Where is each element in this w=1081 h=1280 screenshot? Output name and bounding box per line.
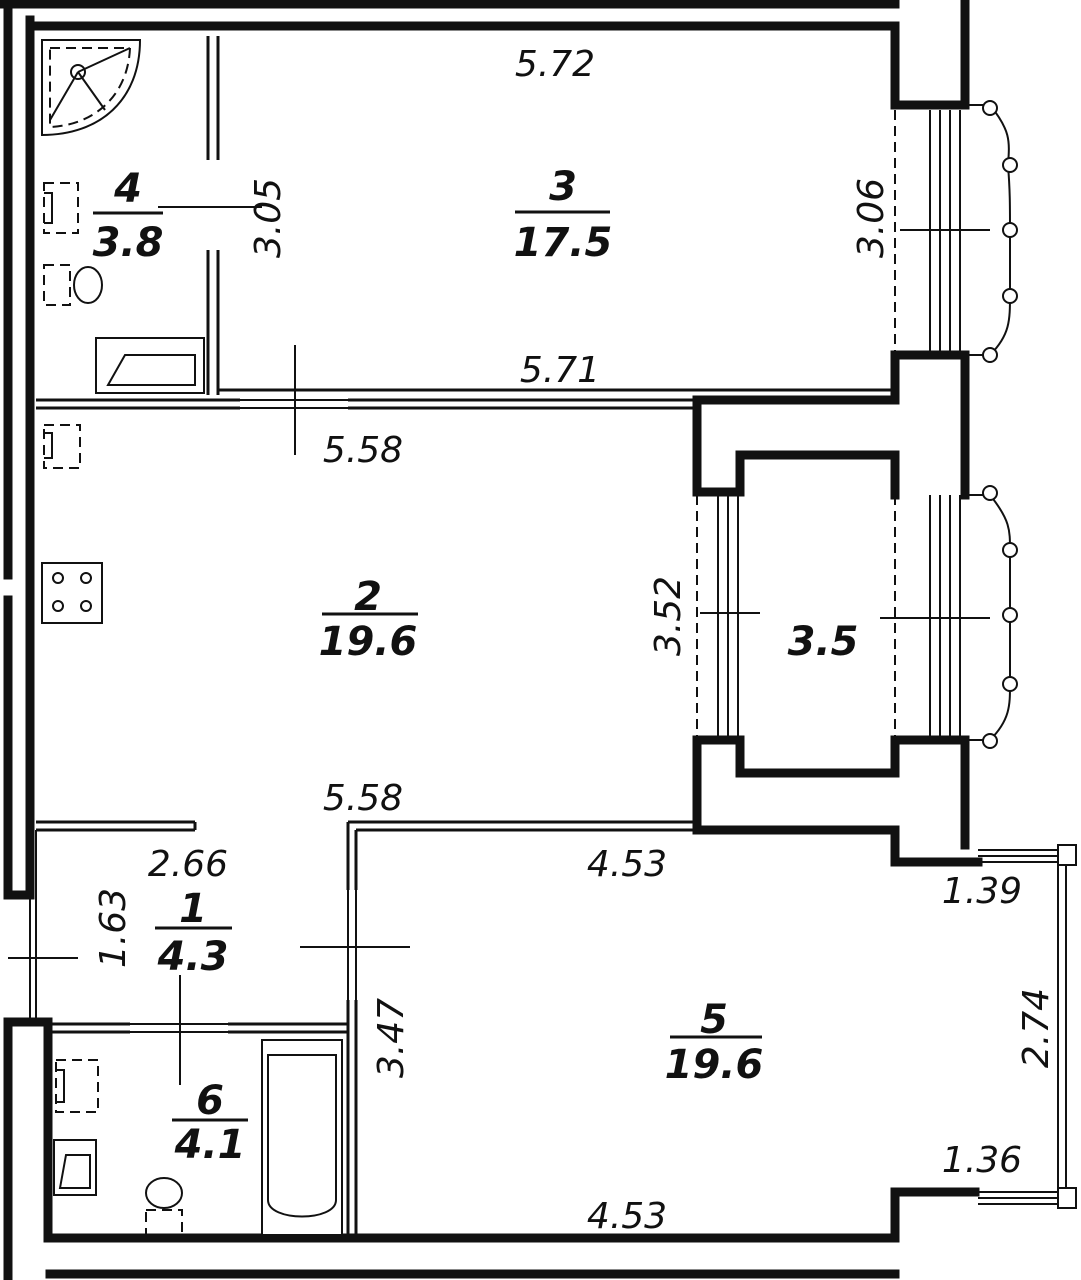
shower-icon xyxy=(41,39,142,137)
stove-icon xyxy=(41,562,103,624)
pier-1 xyxy=(890,350,970,500)
room3-top-wall xyxy=(25,21,970,110)
dimension-lines xyxy=(8,206,990,1085)
dim-room3-right: 3.06 xyxy=(851,178,892,258)
dim-room3-bottom: 5.71 xyxy=(520,350,600,391)
partition-1-6 xyxy=(50,1022,130,1034)
room5-top-wall xyxy=(692,735,983,867)
room-1-label: 1 4.3 xyxy=(155,886,232,980)
room-2-label: 2 19.6 xyxy=(319,574,418,665)
dim-room5-top: 4.53 xyxy=(587,844,667,885)
dim-room2-bottom: 5.58 xyxy=(323,778,403,819)
room5-bottom-wall xyxy=(45,1187,900,1243)
room-1-area: 4.3 xyxy=(157,934,229,980)
room-2-area: 19.6 xyxy=(319,619,418,665)
dim-room1-left: 1.63 xyxy=(93,888,134,968)
room-5-label: 5 19.6 xyxy=(665,997,764,1088)
room-5-area: 19.6 xyxy=(665,1042,764,1088)
room-6-label: 6 4.1 xyxy=(172,1078,248,1168)
toilet-icon xyxy=(43,264,103,306)
sink-icon xyxy=(43,182,79,234)
room-6-area: 4.1 xyxy=(174,1122,246,1168)
dim-bay-bottom: 1.36 xyxy=(942,1140,1022,1181)
bathtub-icon xyxy=(95,337,205,394)
dim-bay-top: 1.39 xyxy=(942,871,1022,912)
door-5 xyxy=(347,890,357,1000)
room-6-number: 6 xyxy=(196,1078,224,1124)
dim-room5-bottom: 4.53 xyxy=(587,1196,667,1237)
window-bay xyxy=(1057,862,1067,1190)
partition-2-5 xyxy=(346,820,697,890)
partition-6-5 xyxy=(346,1000,358,1238)
toilet-room6-icon xyxy=(145,1177,183,1237)
room-4-number: 4 xyxy=(113,166,142,212)
bathroom-sink-icon xyxy=(55,1059,99,1113)
bathtub-room6-icon xyxy=(261,1039,343,1236)
railings xyxy=(965,100,1018,749)
room-3-area: 17.5 xyxy=(514,220,613,266)
dim-room1-top: 2.66 xyxy=(148,844,228,885)
dimension-labels: 5.72 5.71 3.05 3.06 5.58 5.58 3.52 2.66 … xyxy=(93,44,1057,1237)
room-3-number: 3 xyxy=(549,164,577,210)
dim-room2-right: 3.52 xyxy=(648,576,689,656)
washing-machine-icon xyxy=(53,1139,97,1196)
window-room2 xyxy=(717,495,739,740)
dim-room5-right: 2.74 xyxy=(1016,988,1057,1068)
partition-2-1 xyxy=(36,820,197,832)
room-1-number: 1 xyxy=(179,886,207,932)
room-4-label: 4 3.8 xyxy=(93,166,164,266)
partitions xyxy=(29,36,895,1238)
room-labels: 4 3.8 3 17.5 2 19.6 3.5 1 4.3 5 19.6 6 xyxy=(93,164,859,1168)
room6-left-wall xyxy=(3,1017,53,1243)
walls xyxy=(0,0,983,1280)
dim-room3-top: 5.72 xyxy=(515,44,595,85)
loggia-label: 3.5 xyxy=(788,619,859,665)
kitchen-sink-icon xyxy=(43,424,81,469)
room-5-number: 5 xyxy=(700,997,728,1043)
room-4-area: 3.8 xyxy=(93,220,164,266)
loggia-area: 3.5 xyxy=(788,619,859,665)
dim-room3-left: 3.05 xyxy=(248,178,289,258)
room-2-number: 2 xyxy=(354,574,382,620)
dim-room2-top: 5.58 xyxy=(323,430,403,471)
fixtures xyxy=(41,39,343,1237)
room-3-label: 3 17.5 xyxy=(514,164,613,266)
loggia-top-wall xyxy=(692,350,900,500)
dim-room5-left: 3.47 xyxy=(371,998,412,1078)
